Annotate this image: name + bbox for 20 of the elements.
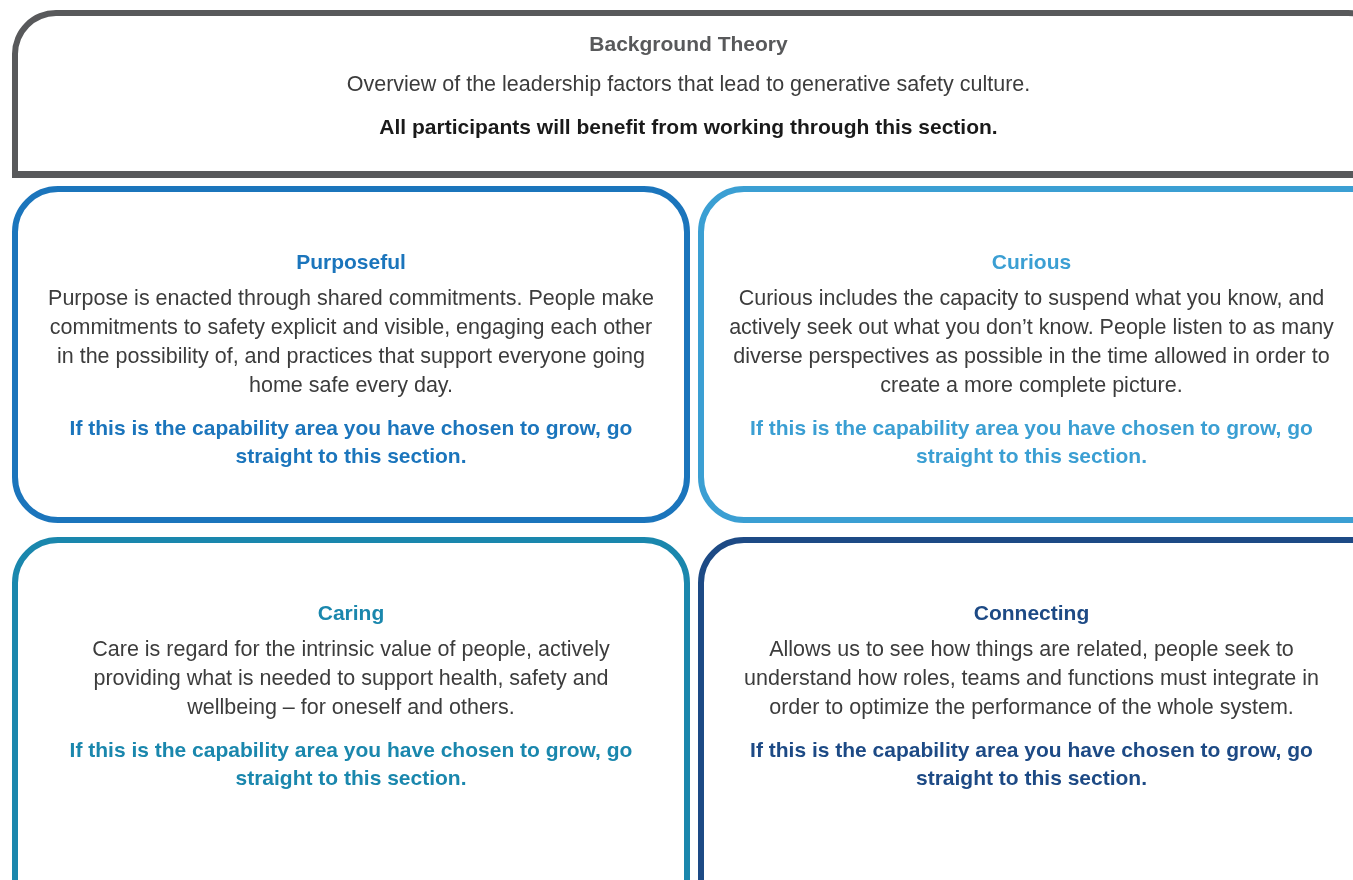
description-text: Curious includes the capacity to suspend what you know, and actively seek out what you don’t know. People listen to as many diverse perspectives as possible in the time allowed in order to create a more complete picture. xyxy=(728,285,1335,399)
section-heading: Curious xyxy=(991,250,1072,274)
section-heading: Background Theory xyxy=(589,32,788,56)
instruction-text: If this is the capability area you have chosen to grow, go straight to this section. xyxy=(68,415,634,469)
capability-card xyxy=(12,537,690,880)
instruction-text: If this is the capability area you have chosen to grow, go straight to this section. xyxy=(749,737,1314,791)
capability-card xyxy=(12,186,690,523)
section-box xyxy=(12,10,1353,178)
section-heading: Purposeful xyxy=(296,250,406,274)
section-heading: Caring xyxy=(317,601,385,625)
note-text: All participants will benefit from working through this section. xyxy=(379,114,998,140)
instruction-text: If this is the capability area you have chosen to grow, go straight to this section. xyxy=(749,415,1314,469)
instruction-text: If this is the capability area you have chosen to grow, go straight to this section. xyxy=(68,737,634,791)
description-text: Purpose is enacted through shared commitments. People make commitments to safety explicit and visible, engaging each other in the possibility of, and practices that support everyone going home safe every day. xyxy=(47,285,655,399)
description-text: Allows us to see how things are related, people seek to understand how roles, teams and functions must integrate in order to optimize the performance of the whole system. xyxy=(743,636,1320,721)
description-text: Overview of the leadership factors that lead to generative safety culture. xyxy=(346,71,1031,98)
capability-card xyxy=(698,537,1353,880)
capability-card xyxy=(698,186,1353,523)
description-text: Care is regard for the intrinsic value of people, actively providing what is needed to support health, safety and wellbeing – for oneself and others. xyxy=(91,636,611,721)
section-heading: Connecting xyxy=(973,601,1090,625)
